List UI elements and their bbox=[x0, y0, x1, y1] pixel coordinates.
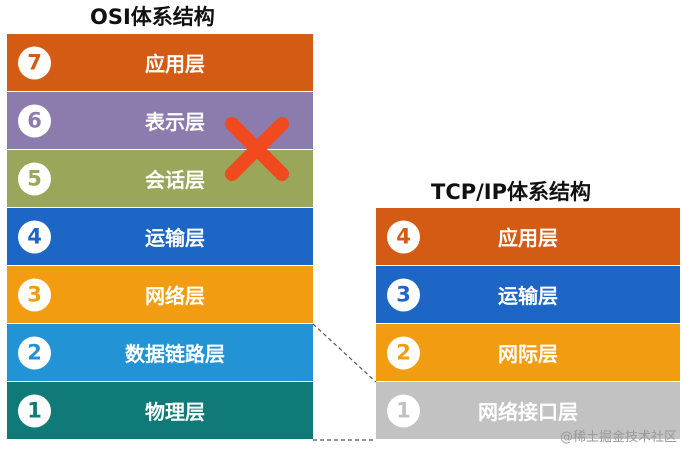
osi-title: OSI体系结构 bbox=[90, 5, 215, 29]
osi-layer-7: 7 应用层 bbox=[7, 34, 313, 91]
layer-name: 网络层 bbox=[145, 284, 205, 308]
layer-number-badge: 1 bbox=[387, 394, 420, 427]
layer-name: 网际层 bbox=[498, 342, 558, 366]
osi-layer-stack: 7 应用层 6 表示层 5 会话层 4 运输层 3 网络层 2 数据链路层 1 … bbox=[7, 34, 313, 440]
cross-mark-icon bbox=[225, 117, 289, 181]
layer-name: 表示层 bbox=[145, 110, 205, 134]
layer-name: 应用层 bbox=[145, 52, 205, 76]
osi-layer-1: 1 物理层 bbox=[7, 382, 313, 439]
layer-number-badge: 3 bbox=[387, 278, 420, 311]
layer-number-badge: 1 bbox=[18, 394, 51, 427]
tcpip-layer-3: 3 运输层 bbox=[376, 266, 680, 323]
layer-number-badge: 2 bbox=[18, 336, 51, 369]
tcpip-layer-2: 2 网际层 bbox=[376, 324, 680, 381]
layer-name: 会话层 bbox=[145, 168, 205, 192]
layer-name: 应用层 bbox=[498, 226, 558, 250]
layer-name: 物理层 bbox=[145, 400, 205, 424]
layer-number-badge: 4 bbox=[18, 220, 51, 253]
layer-number-badge: 7 bbox=[18, 46, 51, 79]
watermark: @稀土掘金技术社区 bbox=[560, 430, 678, 445]
tcpip-title: TCP/IP体系结构 bbox=[431, 180, 592, 204]
layer-name: 运输层 bbox=[498, 284, 558, 308]
osi-layer-4: 4 运输层 bbox=[7, 208, 313, 265]
layer-name: 数据链路层 bbox=[125, 342, 225, 366]
layer-number-badge: 6 bbox=[18, 104, 51, 137]
layer-number-badge: 3 bbox=[18, 278, 51, 311]
tcpip-layer-4: 4 应用层 bbox=[376, 208, 680, 265]
tcpip-layer-stack: 4 应用层 3 运输层 2 网际层 1 网络接口层 bbox=[376, 208, 680, 440]
layer-name: 运输层 bbox=[145, 226, 205, 250]
layer-number-badge: 5 bbox=[18, 162, 51, 195]
tcpip-layer-1: 1 网络接口层 bbox=[376, 382, 680, 439]
guide-line-top bbox=[312, 323, 377, 383]
osi-layer-3: 3 网络层 bbox=[7, 266, 313, 323]
layer-number-badge: 2 bbox=[387, 336, 420, 369]
layer-number-badge: 4 bbox=[387, 220, 420, 253]
layer-name: 网络接口层 bbox=[478, 400, 578, 424]
osi-layer-2: 2 数据链路层 bbox=[7, 324, 313, 381]
